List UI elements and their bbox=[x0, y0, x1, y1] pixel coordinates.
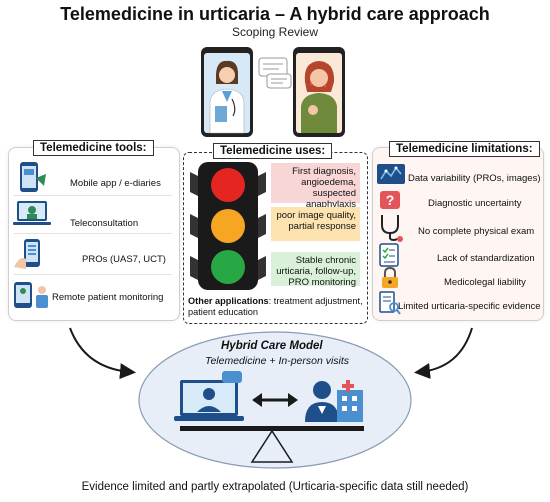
doctor-phone-icon bbox=[201, 47, 253, 137]
yellow-light bbox=[211, 209, 245, 243]
right-arrow bbox=[414, 327, 473, 379]
tool-label-remote-monitoring: Remote patient monitoring bbox=[52, 292, 164, 303]
left-arrow bbox=[69, 327, 136, 380]
yellow-use-box: poor image quality, partial response bbox=[271, 207, 360, 241]
green-light bbox=[211, 250, 245, 284]
scale-beam bbox=[180, 426, 364, 431]
limitation-label-evidence: Limited urticaria-specific evidence bbox=[398, 301, 541, 312]
data-variability-icon bbox=[377, 164, 405, 184]
balance-scale-illustration bbox=[174, 371, 364, 463]
svg-text:?: ? bbox=[386, 192, 395, 208]
chat-bubbles-icon bbox=[258, 57, 292, 89]
in-person-doctor-icon bbox=[305, 380, 363, 422]
tools-heading: Telemedicine tools: bbox=[33, 140, 154, 156]
tool-label-pros: PROs (UAS7, UCT) bbox=[82, 254, 166, 265]
red-use-box: First diagnosis, angioedema, suspected a… bbox=[271, 163, 360, 210]
limitation-label-medicolegal: Medicolegal liability bbox=[444, 277, 526, 288]
footer-note: Evidence limited and partly extrapolated… bbox=[81, 481, 469, 493]
checklist-icon bbox=[379, 243, 399, 267]
patient-phone-icon bbox=[293, 47, 345, 137]
scale-fulcrum bbox=[250, 429, 294, 463]
tool-label-teleconsultation: Teleconsultation bbox=[70, 218, 139, 229]
double-arrow-icon bbox=[252, 393, 298, 407]
other-applications-detail: : treatment adjustment, patient educatio… bbox=[188, 296, 363, 317]
doctor-patient-phones-illustration bbox=[201, 47, 345, 137]
document-search-icon bbox=[379, 291, 401, 315]
laptop-video-icon bbox=[13, 201, 51, 225]
hand-phone-icon bbox=[14, 239, 40, 269]
limitation-label-standardization: Lack of standardization bbox=[437, 253, 535, 264]
traffic-light-icon bbox=[190, 162, 266, 290]
diagram-subtitle: Scoping Review bbox=[231, 25, 319, 39]
green-use-box: Stable chronic urticaria, follow-up, PRO… bbox=[271, 252, 360, 288]
diagram-title: Telemedicine in urticaria – A hybrid car… bbox=[60, 4, 490, 24]
limitation-label-diagnostic-uncertainty: Diagnostic uncertainty bbox=[428, 198, 522, 209]
stethoscope-icon bbox=[381, 215, 403, 242]
uses-heading: Telemedicine uses: bbox=[213, 143, 333, 159]
other-applications-text: Other applications: treatment adjustment… bbox=[188, 296, 364, 318]
hybrid-care-title: Hybrid Care Model bbox=[221, 340, 323, 352]
question-icon: ? bbox=[380, 191, 400, 209]
telemedicine-laptop-icon bbox=[174, 371, 244, 421]
other-applications-label: Other applications bbox=[188, 296, 269, 306]
red-light bbox=[211, 168, 245, 202]
tool-label-mobile-app: Mobile app / e-diaries bbox=[70, 178, 161, 189]
remote-monitoring-icon bbox=[14, 282, 48, 308]
limitation-label-physical-exam: No complete physical exam bbox=[418, 226, 535, 237]
hybrid-care-subtitle: Telemedicine + In-person visits bbox=[205, 355, 350, 367]
limitations-heading: Telemedicine limitations: bbox=[389, 141, 540, 157]
limitation-label-data-variability: Data variability (PROs, images) bbox=[408, 173, 541, 184]
smartphone-app-icon bbox=[20, 162, 46, 192]
lock-icon bbox=[382, 266, 398, 288]
